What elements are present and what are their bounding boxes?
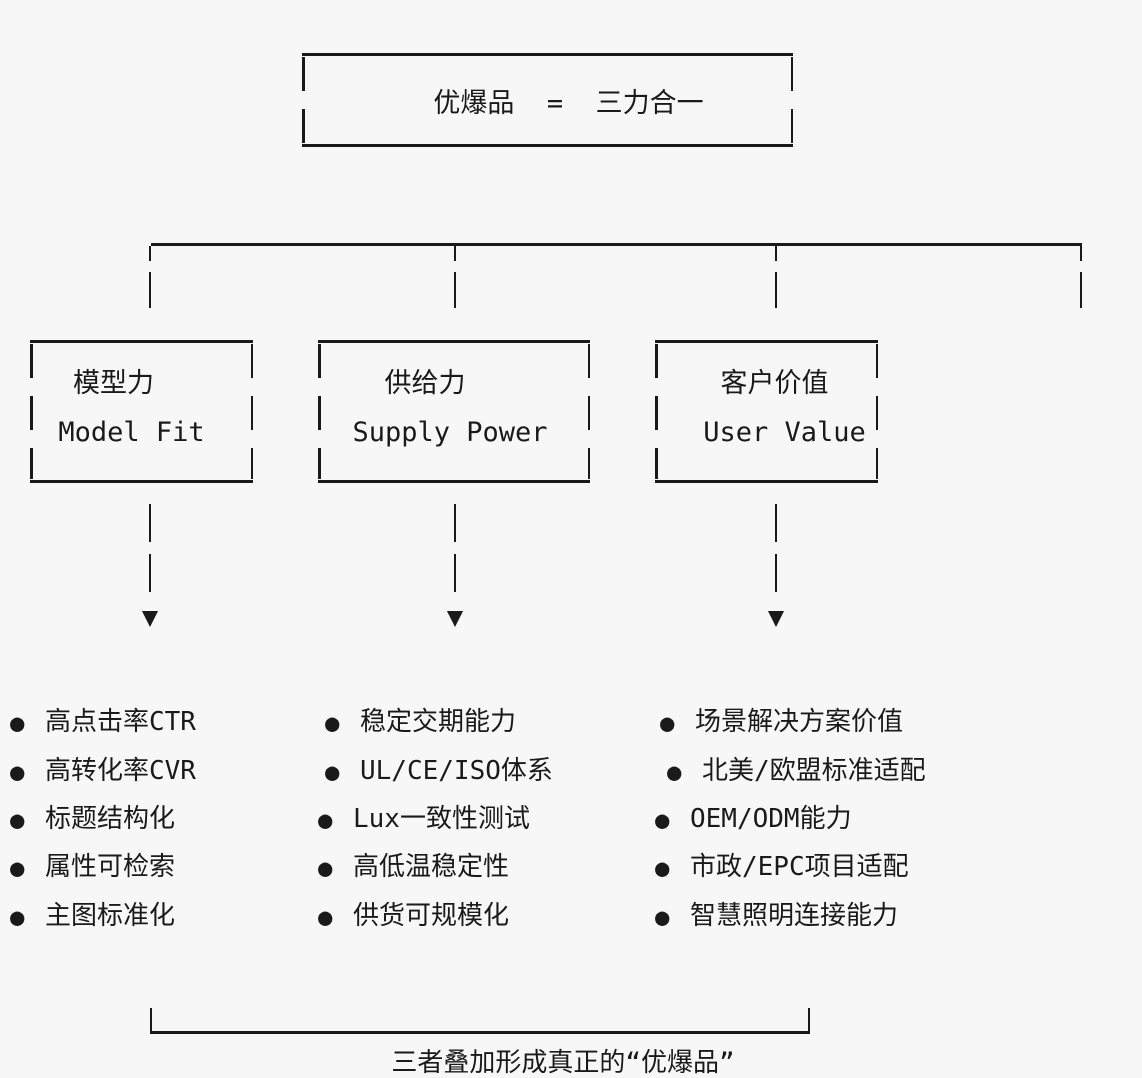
bullet-icon: ●	[10, 757, 25, 786]
bullet-icon: ●	[318, 854, 333, 883]
list-item-text: OEM/ODM能力	[690, 804, 852, 835]
branch-title-zh: 供给力	[384, 368, 466, 399]
list-item-text: 市政/EPC项目适配	[690, 852, 909, 883]
arrow-down-icon: ▼	[141, 602, 159, 633]
bullet-icon: ●	[655, 902, 670, 931]
box-border	[302, 57, 305, 143]
box-border	[302, 53, 793, 56]
box-border	[30, 340, 253, 343]
list-item: ● 标题结构化	[10, 796, 196, 844]
bullet-column-supply-power: ● 稳定交期能力 ● UL/CE/ISO体系 ● Lux一致性测试 ● 高低温稳…	[318, 699, 553, 941]
tree-horizontal-line	[151, 243, 1082, 246]
branch-box-user-value: 客户价值 User Value	[655, 340, 878, 483]
box-border	[875, 344, 878, 479]
arrow-dash	[774, 554, 777, 592]
bullet-column-user-value: ● 场景解决方案价值 ● 北美/欧盟标准适配 ● OEM/ODM能力 ● 市政/…	[655, 699, 926, 941]
list-item-text: 高转化率CVR	[45, 755, 196, 786]
tree-drop	[774, 246, 777, 261]
branch-title-en: Model Fit	[58, 417, 205, 448]
bullet-icon: ●	[10, 902, 25, 931]
tree-drop	[1079, 246, 1082, 261]
box-border	[30, 480, 253, 483]
box-border	[655, 344, 658, 479]
list-item: ● 稳定交期能力	[318, 699, 553, 747]
list-item-text: Lux一致性测试	[353, 804, 530, 835]
branch-title-zh: 模型力	[73, 368, 154, 399]
branch-box-model-fit: 模型力 Model Fit	[30, 340, 253, 483]
list-item-text: 高点击率CTR	[45, 707, 196, 738]
arrow-dash	[453, 504, 456, 542]
list-item-text: 稳定交期能力	[360, 707, 517, 738]
list-item: ● 高低温稳定性	[318, 844, 553, 892]
list-item: ● 高转化率CVR	[10, 747, 196, 795]
arrow-dash	[453, 554, 456, 592]
arrow-dash	[148, 504, 151, 542]
arrow-dash	[774, 504, 777, 542]
list-item: ● Lux一致性测试	[318, 796, 553, 844]
root-box: 优爆品 = 三力合一	[302, 53, 793, 147]
box-border	[790, 57, 793, 143]
list-item-text: UL/CE/ISO体系	[360, 755, 553, 786]
box-border	[318, 340, 590, 343]
list-item: ● 高点击率CTR	[10, 699, 196, 747]
list-item: ● 属性可检索	[10, 844, 196, 892]
bullet-icon: ●	[318, 805, 333, 834]
list-item-text: 场景解决方案价值	[695, 707, 904, 738]
box-border	[587, 344, 590, 479]
box-border	[655, 480, 878, 483]
bullet-icon: ●	[655, 854, 670, 883]
list-item-text: 属性可检索	[45, 852, 176, 883]
bracket-right-arm	[807, 1008, 810, 1034]
arrow-dash	[148, 554, 151, 592]
bullet-icon: ●	[325, 709, 340, 738]
tree-drop	[453, 272, 456, 308]
tree-drop	[148, 272, 151, 308]
list-item-text: 北美/欧盟标准适配	[702, 755, 926, 786]
bullet-icon: ●	[10, 854, 25, 883]
bullet-column-model-fit: ● 高点击率CTR ● 高转化率CVR ● 标题结构化 ● 属性可检索 ● 主图…	[10, 699, 196, 941]
list-item: ● 市政/EPC项目适配	[655, 844, 926, 892]
bullet-icon: ●	[660, 709, 675, 738]
branch-title-en: Supply Power	[352, 417, 548, 448]
branch-title-zh: 客户价值	[720, 368, 829, 399]
box-border	[318, 480, 590, 483]
box-border	[655, 340, 878, 343]
bullet-icon: ●	[318, 902, 333, 931]
box-border	[302, 144, 793, 147]
branch-box-supply-power: 供给力 Supply Power	[318, 340, 590, 483]
tree-drop	[774, 272, 777, 308]
box-border	[250, 344, 253, 479]
list-item: ● 智慧照明连接能力	[655, 893, 926, 941]
tree-drop	[453, 246, 456, 261]
tree-drop	[148, 246, 151, 261]
bracket-horizontal-line	[150, 1031, 810, 1034]
root-box-label: 优爆品 = 三力合一	[433, 87, 704, 119]
list-item-text: 高低温稳定性	[353, 852, 510, 883]
list-item-text: 供货可规模化	[353, 900, 510, 931]
bullet-icon: ●	[10, 709, 25, 738]
list-item-text: 标题结构化	[45, 804, 176, 835]
list-item: ● 北美/欧盟标准适配	[655, 747, 926, 795]
bullet-icon: ●	[667, 757, 682, 786]
bullet-icon: ●	[325, 757, 340, 786]
footer-caption: 三者叠加形成真正的“优爆品”	[391, 1048, 735, 1078]
box-border	[318, 344, 321, 479]
bullet-icon: ●	[655, 805, 670, 834]
branch-title-en: User Value	[703, 417, 866, 448]
tree-drop	[1079, 272, 1082, 308]
arrow-down-icon: ▼	[767, 602, 785, 633]
list-item: ● OEM/ODM能力	[655, 796, 926, 844]
list-item: ● 场景解决方案价值	[655, 699, 926, 747]
bracket-left-arm	[149, 1008, 152, 1034]
list-item-text: 主图标准化	[45, 900, 176, 931]
list-item: ● 供货可规模化	[318, 893, 553, 941]
bullet-icon: ●	[10, 805, 25, 834]
list-item: ● 主图标准化	[10, 893, 196, 941]
list-item: ● UL/CE/ISO体系	[318, 747, 553, 795]
box-border	[30, 344, 33, 479]
arrow-down-icon: ▼	[446, 602, 464, 633]
list-item-text: 智慧照明连接能力	[690, 900, 899, 931]
